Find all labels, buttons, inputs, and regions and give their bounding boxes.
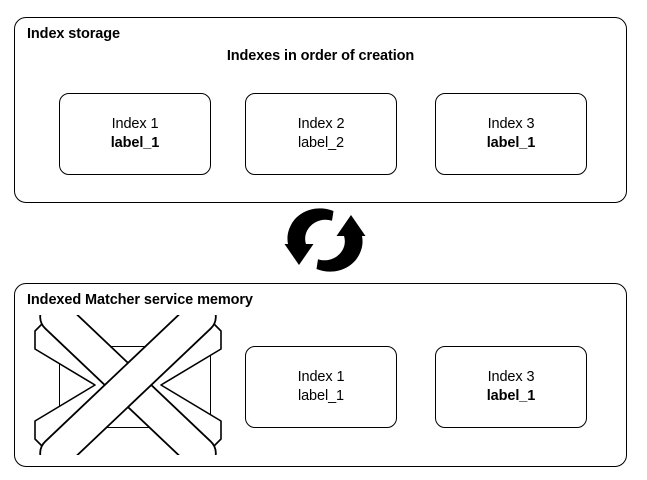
index-card-name: Index 3: [487, 369, 535, 386]
index-card-label: label_2: [297, 135, 345, 151]
index-card-memory-3[interactable]: Index 3 label_1: [435, 346, 587, 428]
index-storage-subtitle: Indexes in order of creation: [226, 48, 415, 64]
index-storage-title: Index storage: [27, 26, 120, 42]
index-card-memory-removed[interactable]: [59, 346, 211, 428]
indexed-matcher-memory-panel: Indexed Matcher service memory: [14, 283, 627, 467]
index-card-storage-2[interactable]: Index 2 label_2: [245, 93, 397, 175]
sync-arrows-icon: [284, 206, 366, 274]
index-card-name: Index 2: [297, 116, 345, 133]
index-card-label: label_1: [486, 135, 536, 151]
index-card-storage-1[interactable]: Index 1 label_1: [59, 93, 211, 175]
index-card-name: Index 1: [297, 369, 345, 386]
index-card-label: label_1: [297, 388, 345, 404]
index-card-storage-3[interactable]: Index 3 label_1: [435, 93, 587, 175]
index-card-label: label_1: [110, 135, 160, 151]
indexed-matcher-memory-title: Indexed Matcher service memory: [27, 292, 253, 308]
index-card-name: Index 3: [487, 116, 535, 133]
index-card-memory-1[interactable]: Index 1 label_1: [245, 346, 397, 428]
index-card-name: Index 1: [111, 116, 159, 133]
index-storage-panel: Index storage Indexes in order of creati…: [14, 17, 627, 203]
index-card-label: label_1: [486, 388, 536, 404]
